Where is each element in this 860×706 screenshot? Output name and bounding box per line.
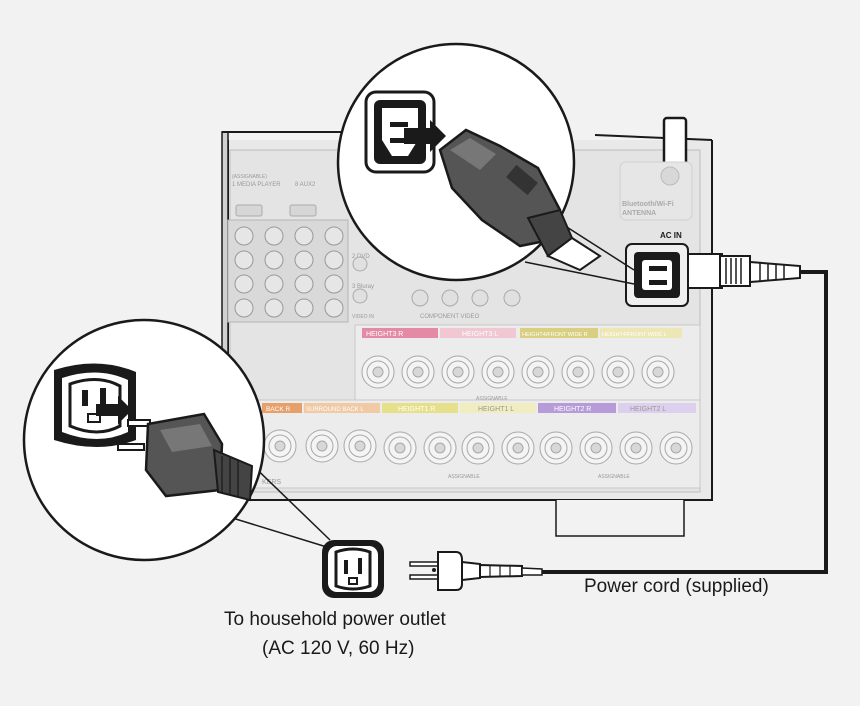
height4l-label: HEIGHT4/FRONT WIDE L [602,332,667,338]
speaker-terminal [423,431,457,465]
speaker-terminal [539,431,573,465]
speaker-terminal [501,431,535,465]
ac-in-label: AC IN [660,231,682,240]
rca-jack [294,250,314,270]
speaker-terminal [561,355,595,389]
antenna: Bluetooth/Wi-Fi ANTENNA [619,116,693,221]
insert-arrow-top [404,120,446,152]
rca-jack [324,250,344,270]
power-cord-line [540,270,828,574]
rca-jack [234,274,254,294]
household-outlet [322,540,384,598]
component-video-label: COMPONENT VIDEO [420,314,480,320]
height1l-tag [460,403,536,413]
aux2-label: 8 AUX2 [295,182,316,188]
height3r-tag [362,328,438,338]
ac-in-socket: AC IN [625,231,689,307]
assignable-label-3: ASSIGNABLE [598,474,630,480]
rca-jack [324,298,344,318]
antenna-label-2: ANTENNA [622,210,656,217]
rca-jack [294,274,314,294]
bluray-label: 3 Bluray [352,284,374,290]
height2l-label: HEIGHT2 L [630,406,666,413]
insert-arrow-bottom [96,396,132,424]
surround-back-l-tag [304,403,380,413]
wall-plug [409,551,543,591]
speaker-terminal [461,431,495,465]
power-cord-caption: Power cord (supplied) [584,576,769,597]
video-in-label: VIDEO IN [352,314,374,320]
speaker-terminal [441,355,475,389]
speaker-terminal [521,355,555,389]
height1r-tag [382,403,458,413]
rca-jack [234,298,254,318]
outlet-caption-line2: (AC 120 V, 60 Hz) [262,638,415,659]
back-r-tag [262,403,302,413]
speaker-terminal [401,355,435,389]
hdmi-port-2 [289,204,317,217]
speakers-label: KERS [262,479,281,486]
rca-jack [324,226,344,246]
outlet-caption-line1: To household power outlet [224,609,446,630]
height4r-label: HEIGHT4/FRONT WIDE R [522,332,588,338]
height1r-label: HEIGHT1 R [398,406,435,413]
speaker-terminal [579,431,613,465]
rca-jack [294,298,314,318]
ac-cord-plug [687,253,801,289]
assignable-label-2: ASSIGNABLE [448,474,480,480]
receiver-foot [555,500,685,537]
rca-jack [324,274,344,294]
speaker-terminal [601,355,635,389]
speaker-terminal [659,431,693,465]
height4l-tag [600,328,682,338]
assignable-label-1: ASSIGNABLE [476,396,508,402]
component-jacks [352,256,521,307]
speaker-terminal [641,355,675,389]
height2r-tag [538,403,616,413]
height4r-tag [520,328,598,338]
speaker-terminal [481,355,515,389]
hdmi-port-1 [235,204,263,217]
surround-back-l-label: SURROUND BACK L [306,407,364,413]
media-player-label: 1 MEDIA PLAYER [232,182,281,188]
height2l-tag [618,403,696,413]
rca-jack [264,274,284,294]
height3l-tag [440,328,516,338]
magnified-wall-outlet [22,318,266,562]
height3l-label: HEIGHT3 L [462,331,498,338]
assignable-top-label: (ASSIGNABLE) [232,174,267,180]
speaker-terminal [361,355,395,389]
rca-jack [234,226,254,246]
speaker-terminal [343,429,377,463]
speaker-terminals [263,355,693,465]
antenna-label: Bluetooth/Wi-Fi [622,201,674,208]
jack-grid [234,226,344,318]
speaker-terminal [263,429,297,463]
rca-jack [264,250,284,270]
speaker-terminal [383,431,417,465]
magnified-ac-inlet [336,42,602,282]
callout-line-top-2 [524,261,635,285]
height2r-label: HEIGHT2 R [554,406,591,413]
rca-jack [264,298,284,318]
rca-jack [294,226,314,246]
height1l-label: HEIGHT1 L [478,406,514,413]
rca-jack [234,250,254,270]
back-r-label: BACK R [266,406,291,413]
rca-jack [264,226,284,246]
speaker-terminal [305,429,339,463]
height3r-label: HEIGHT3 R [366,331,403,338]
speaker-terminal [619,431,653,465]
